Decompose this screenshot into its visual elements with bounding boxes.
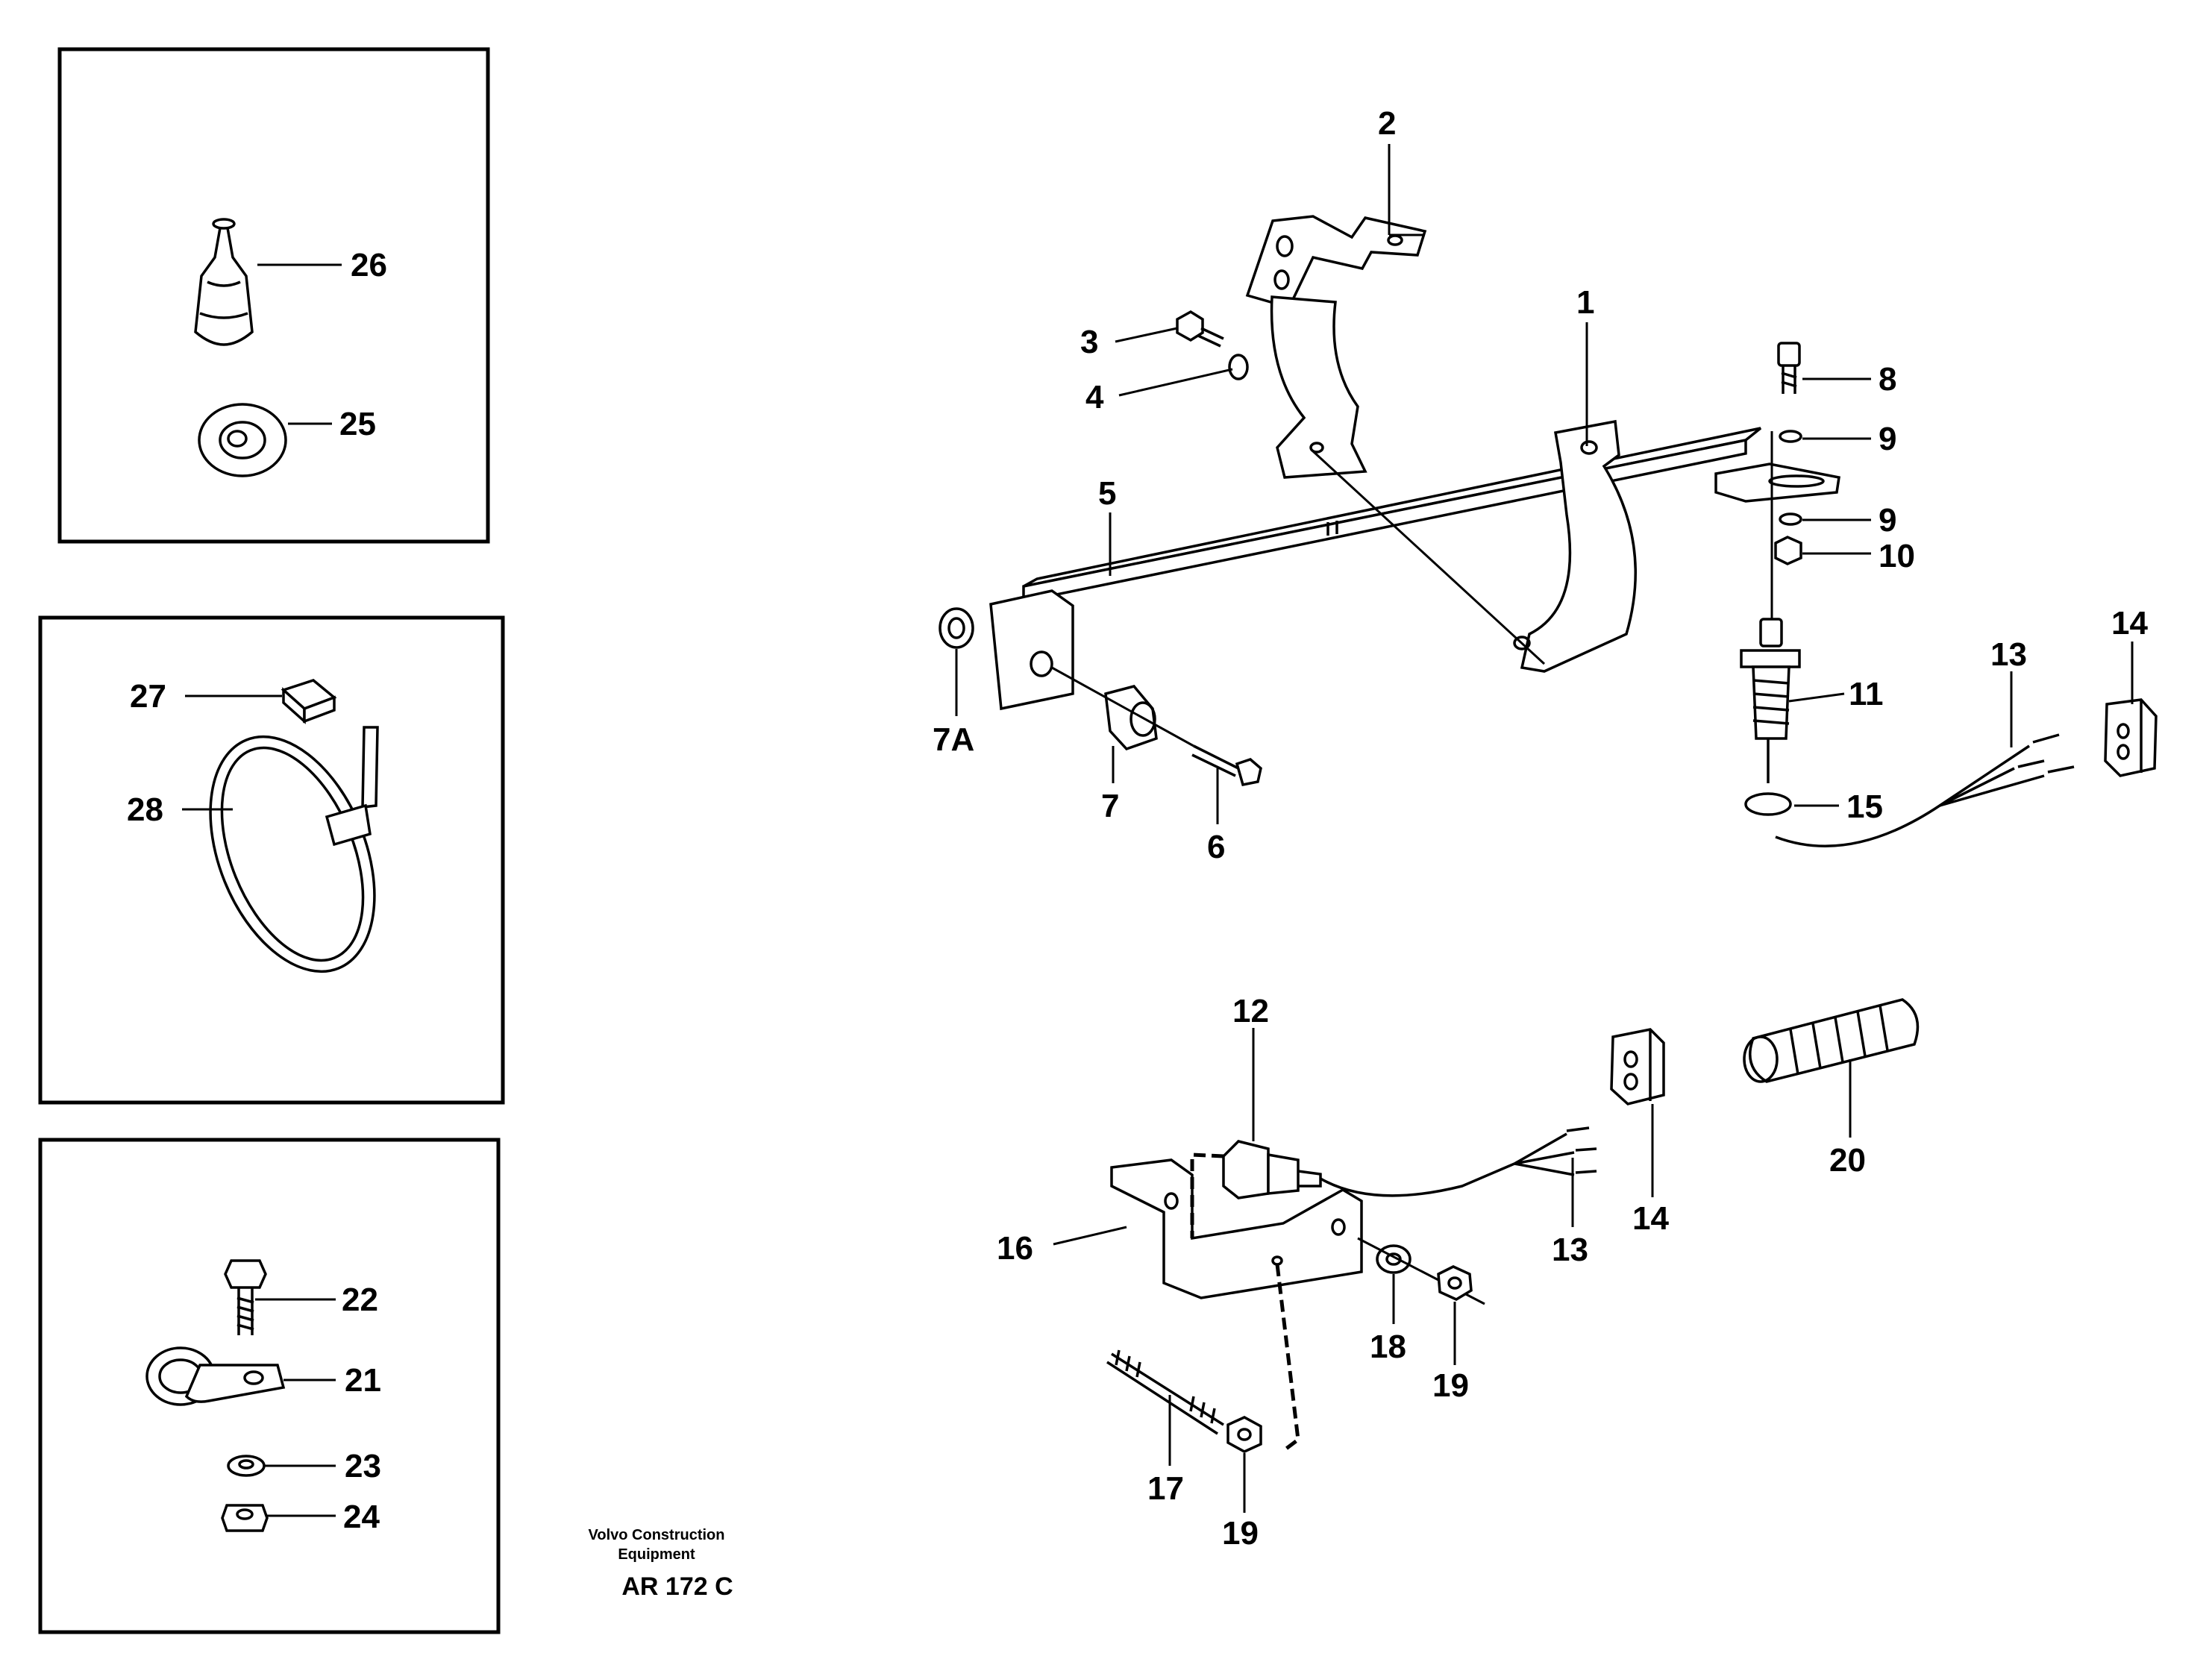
part-label-1: 1 (1576, 284, 1594, 321)
screw-3-part (1176, 310, 1224, 348)
screw-6-part (1051, 666, 1262, 787)
leader-lines (955, 144, 2134, 1513)
washer-9a-part (1779, 430, 1802, 443)
part-label-22: 22 (342, 1282, 378, 1318)
part-label-13b: 13 (1552, 1232, 1588, 1268)
connector-14a-part (2104, 698, 2158, 777)
part-label-16: 16 (997, 1230, 1033, 1267)
part-number-labels: 26 25 27 28 22 21 23 24 2 1 3 4 5 8 9 9 … (127, 105, 2148, 1552)
bolt-part (224, 1259, 267, 1335)
sleeve-20-part (1743, 998, 1920, 1083)
part-label-20: 20 (1829, 1142, 1866, 1179)
inset-panel-top (57, 47, 490, 544)
part-label-28: 28 (127, 791, 163, 828)
bracket-16-part (1110, 1158, 1363, 1299)
washer-4-part (1228, 354, 1249, 380)
part-label-3: 3 (1080, 324, 1098, 360)
bolt-8-part (1777, 342, 1801, 394)
grommet-part (198, 403, 287, 477)
cable-tie-part (209, 726, 379, 973)
footer-company-line1: Volvo Construction (589, 1527, 725, 1543)
support-bar (989, 427, 1840, 711)
part-label-23: 23 (345, 1448, 381, 1484)
part-label-27: 27 (130, 678, 166, 715)
stud-17-part (1106, 1349, 1224, 1435)
sensor-11-part (1740, 431, 1801, 783)
washer-part (227, 1455, 266, 1477)
part-label-9a: 9 (1879, 421, 1896, 457)
rubber-boot-part (194, 218, 254, 346)
part-label-25: 25 (339, 406, 376, 442)
clamp-bracket-upper (1245, 215, 1427, 479)
nut-10-part (1774, 536, 1802, 565)
tie-clip-part (281, 679, 337, 724)
part-label-24: 24 (343, 1499, 380, 1535)
drawing-footer: Volvo Construction Equipment AR 172 C (589, 1527, 733, 1601)
cable-13b-part (1514, 1126, 1597, 1176)
lower-assembly (1106, 998, 1920, 1453)
clamp-bracket-lower (1513, 419, 1637, 673)
washer-7a-part (939, 607, 974, 649)
part-label-11: 11 (1849, 676, 1884, 712)
part-label-13a: 13 (1990, 636, 2027, 673)
part-label-26: 26 (351, 247, 387, 283)
part-label-7: 7 (1101, 788, 1119, 824)
upper-assembly (939, 215, 2158, 847)
cable-13-part (1775, 733, 2075, 847)
part-label-17: 17 (1147, 1470, 1184, 1507)
part-label-7a: 7A (933, 721, 974, 758)
part-label-5: 5 (1098, 475, 1116, 512)
part-label-4: 4 (1085, 379, 1104, 415)
nut-19b-part (1226, 1416, 1262, 1453)
part-label-6: 6 (1207, 829, 1225, 865)
part-label-8: 8 (1879, 361, 1896, 398)
part-label-21: 21 (345, 1362, 381, 1399)
inset-panel-bottom (38, 1138, 501, 1634)
bushing-7-part (1104, 685, 1158, 751)
p-clip-part (145, 1346, 286, 1406)
part-label-12: 12 (1232, 993, 1269, 1029)
part-label-19a: 19 (1432, 1367, 1469, 1404)
part-label-15: 15 (1846, 788, 1883, 825)
nut-19a-part (1437, 1265, 1473, 1301)
nut-part (221, 1504, 269, 1532)
part-label-10: 10 (1879, 538, 1915, 574)
washer-15-part (1744, 792, 1792, 816)
connector-14b-part (1610, 1028, 1665, 1105)
part-label-14b: 14 (1632, 1200, 1669, 1237)
inset-panel-middle (38, 615, 505, 1105)
part-label-14a: 14 (2111, 605, 2148, 642)
washer-9b-part (1779, 512, 1802, 526)
sensor-12-part (1222, 1140, 1515, 1199)
part-label-2: 2 (1378, 105, 1396, 142)
part-label-19b: 19 (1222, 1515, 1259, 1552)
footer-drawing-code: AR 172 C (621, 1572, 733, 1601)
part-label-18: 18 (1370, 1329, 1406, 1365)
footer-company-line2: Equipment (618, 1546, 695, 1563)
part-label-9b: 9 (1879, 502, 1896, 539)
